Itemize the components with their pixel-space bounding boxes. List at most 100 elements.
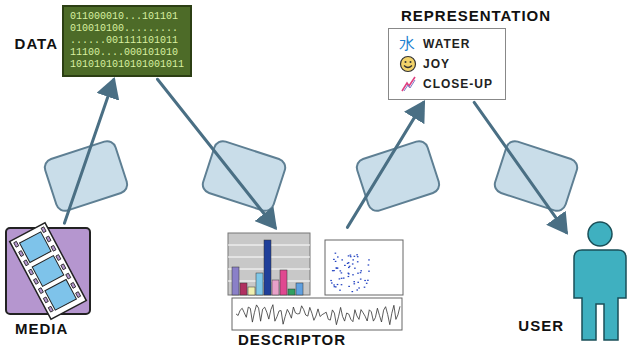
binary-line: 1010101010101001011 xyxy=(70,59,184,71)
svg-part xyxy=(368,259,370,260)
svg-part xyxy=(24,260,29,266)
svg-part xyxy=(51,245,56,251)
svg-part xyxy=(367,280,369,281)
svg-part xyxy=(348,262,350,263)
svg-part xyxy=(356,254,358,255)
user-node: USER xyxy=(568,218,632,342)
media-icon xyxy=(6,223,90,319)
svg-part xyxy=(264,240,271,295)
svg-part xyxy=(350,256,352,257)
svg-part xyxy=(341,272,343,273)
svg-part xyxy=(348,286,350,287)
svg-part xyxy=(364,287,366,288)
descriptor-node: DESCRIPTOR xyxy=(226,230,406,328)
node-label: DESCRIPTOR xyxy=(238,331,346,348)
joy-icon xyxy=(399,55,423,73)
svg-part xyxy=(341,284,343,285)
line-chart xyxy=(232,298,402,330)
svg-part xyxy=(10,223,87,319)
svg-part xyxy=(343,278,345,279)
svg-part xyxy=(366,283,368,284)
node-label: USER xyxy=(518,317,564,334)
svg-part xyxy=(334,286,336,287)
svg-part xyxy=(352,259,354,260)
svg-part xyxy=(344,265,346,266)
svg-part xyxy=(368,264,370,265)
svg-part xyxy=(46,236,51,242)
svg-part xyxy=(61,264,66,270)
svg-part xyxy=(335,261,337,262)
svg-part xyxy=(66,273,71,279)
svg-part xyxy=(41,227,46,233)
svg-part xyxy=(14,241,19,247)
user-figure xyxy=(574,222,626,340)
svg-part xyxy=(347,263,349,264)
svg-part xyxy=(19,251,24,257)
node-label: MEDIA xyxy=(15,320,68,337)
svg-part xyxy=(349,266,351,267)
svg-part xyxy=(352,263,354,264)
svg-part xyxy=(236,305,400,325)
svg-part xyxy=(232,267,239,295)
svg-part xyxy=(354,256,356,257)
scatter-plot xyxy=(325,240,403,295)
panel-heading: DATA xyxy=(15,35,58,52)
data-panel: DATA011000010...101101010010100.........… xyxy=(62,5,192,77)
smiley xyxy=(399,55,417,73)
svg-part xyxy=(330,253,370,293)
flow-arrow xyxy=(158,79,276,227)
svg-part xyxy=(354,139,441,213)
svg-part xyxy=(20,232,52,263)
svg-part xyxy=(401,57,416,72)
svg-part xyxy=(368,271,370,272)
svg-part xyxy=(48,306,53,312)
svg-part xyxy=(354,268,356,269)
svg-part xyxy=(332,270,334,271)
svg-part xyxy=(228,233,310,295)
box-heading: REPRESENTATION xyxy=(401,7,551,24)
flow-arrow xyxy=(474,102,566,232)
binary-line: 11100....000101010 xyxy=(70,47,184,59)
svg-part xyxy=(333,259,335,260)
svg-part xyxy=(71,282,76,288)
svg-part xyxy=(364,280,366,281)
svg-part xyxy=(357,256,359,257)
svg-part xyxy=(357,282,359,283)
concept-label: CLOSE-UP xyxy=(423,77,493,91)
water-icon: 水 xyxy=(399,34,423,55)
svg-part xyxy=(335,286,337,287)
svg-part xyxy=(588,222,612,246)
svg-part xyxy=(574,250,626,340)
flow-arrow xyxy=(347,103,423,228)
svg-part xyxy=(350,255,352,256)
concept-label: WATER xyxy=(423,37,470,51)
svg-part xyxy=(337,284,339,285)
svg-part xyxy=(337,268,339,269)
svg-part xyxy=(272,280,279,295)
tile xyxy=(354,139,441,213)
svg-part xyxy=(42,139,129,213)
representation-box: REPRESENTATION水WATERJOYCLOSE-UP xyxy=(388,28,506,100)
svg-part xyxy=(29,269,34,275)
legend-row: 水WATER xyxy=(399,34,493,54)
svg-part xyxy=(348,267,350,268)
tile xyxy=(492,139,579,213)
svg-part xyxy=(335,253,337,254)
svg-part xyxy=(33,278,38,284)
svg-part xyxy=(360,270,362,271)
media-node: MEDIA xyxy=(5,226,91,316)
svg-part xyxy=(404,80,415,91)
svg-part xyxy=(232,298,402,330)
svg-part xyxy=(360,279,362,280)
svg-part xyxy=(348,255,350,256)
svg-part xyxy=(340,270,342,271)
bar-chart xyxy=(228,233,310,295)
svg-part xyxy=(296,283,303,295)
svg-part xyxy=(352,291,354,292)
tile xyxy=(42,139,129,213)
svg-part xyxy=(341,259,343,260)
binary-line: 011000010...101101 xyxy=(70,11,184,23)
legend-row: JOY xyxy=(399,54,493,74)
svg-part xyxy=(76,292,81,298)
svg-part xyxy=(357,261,359,262)
